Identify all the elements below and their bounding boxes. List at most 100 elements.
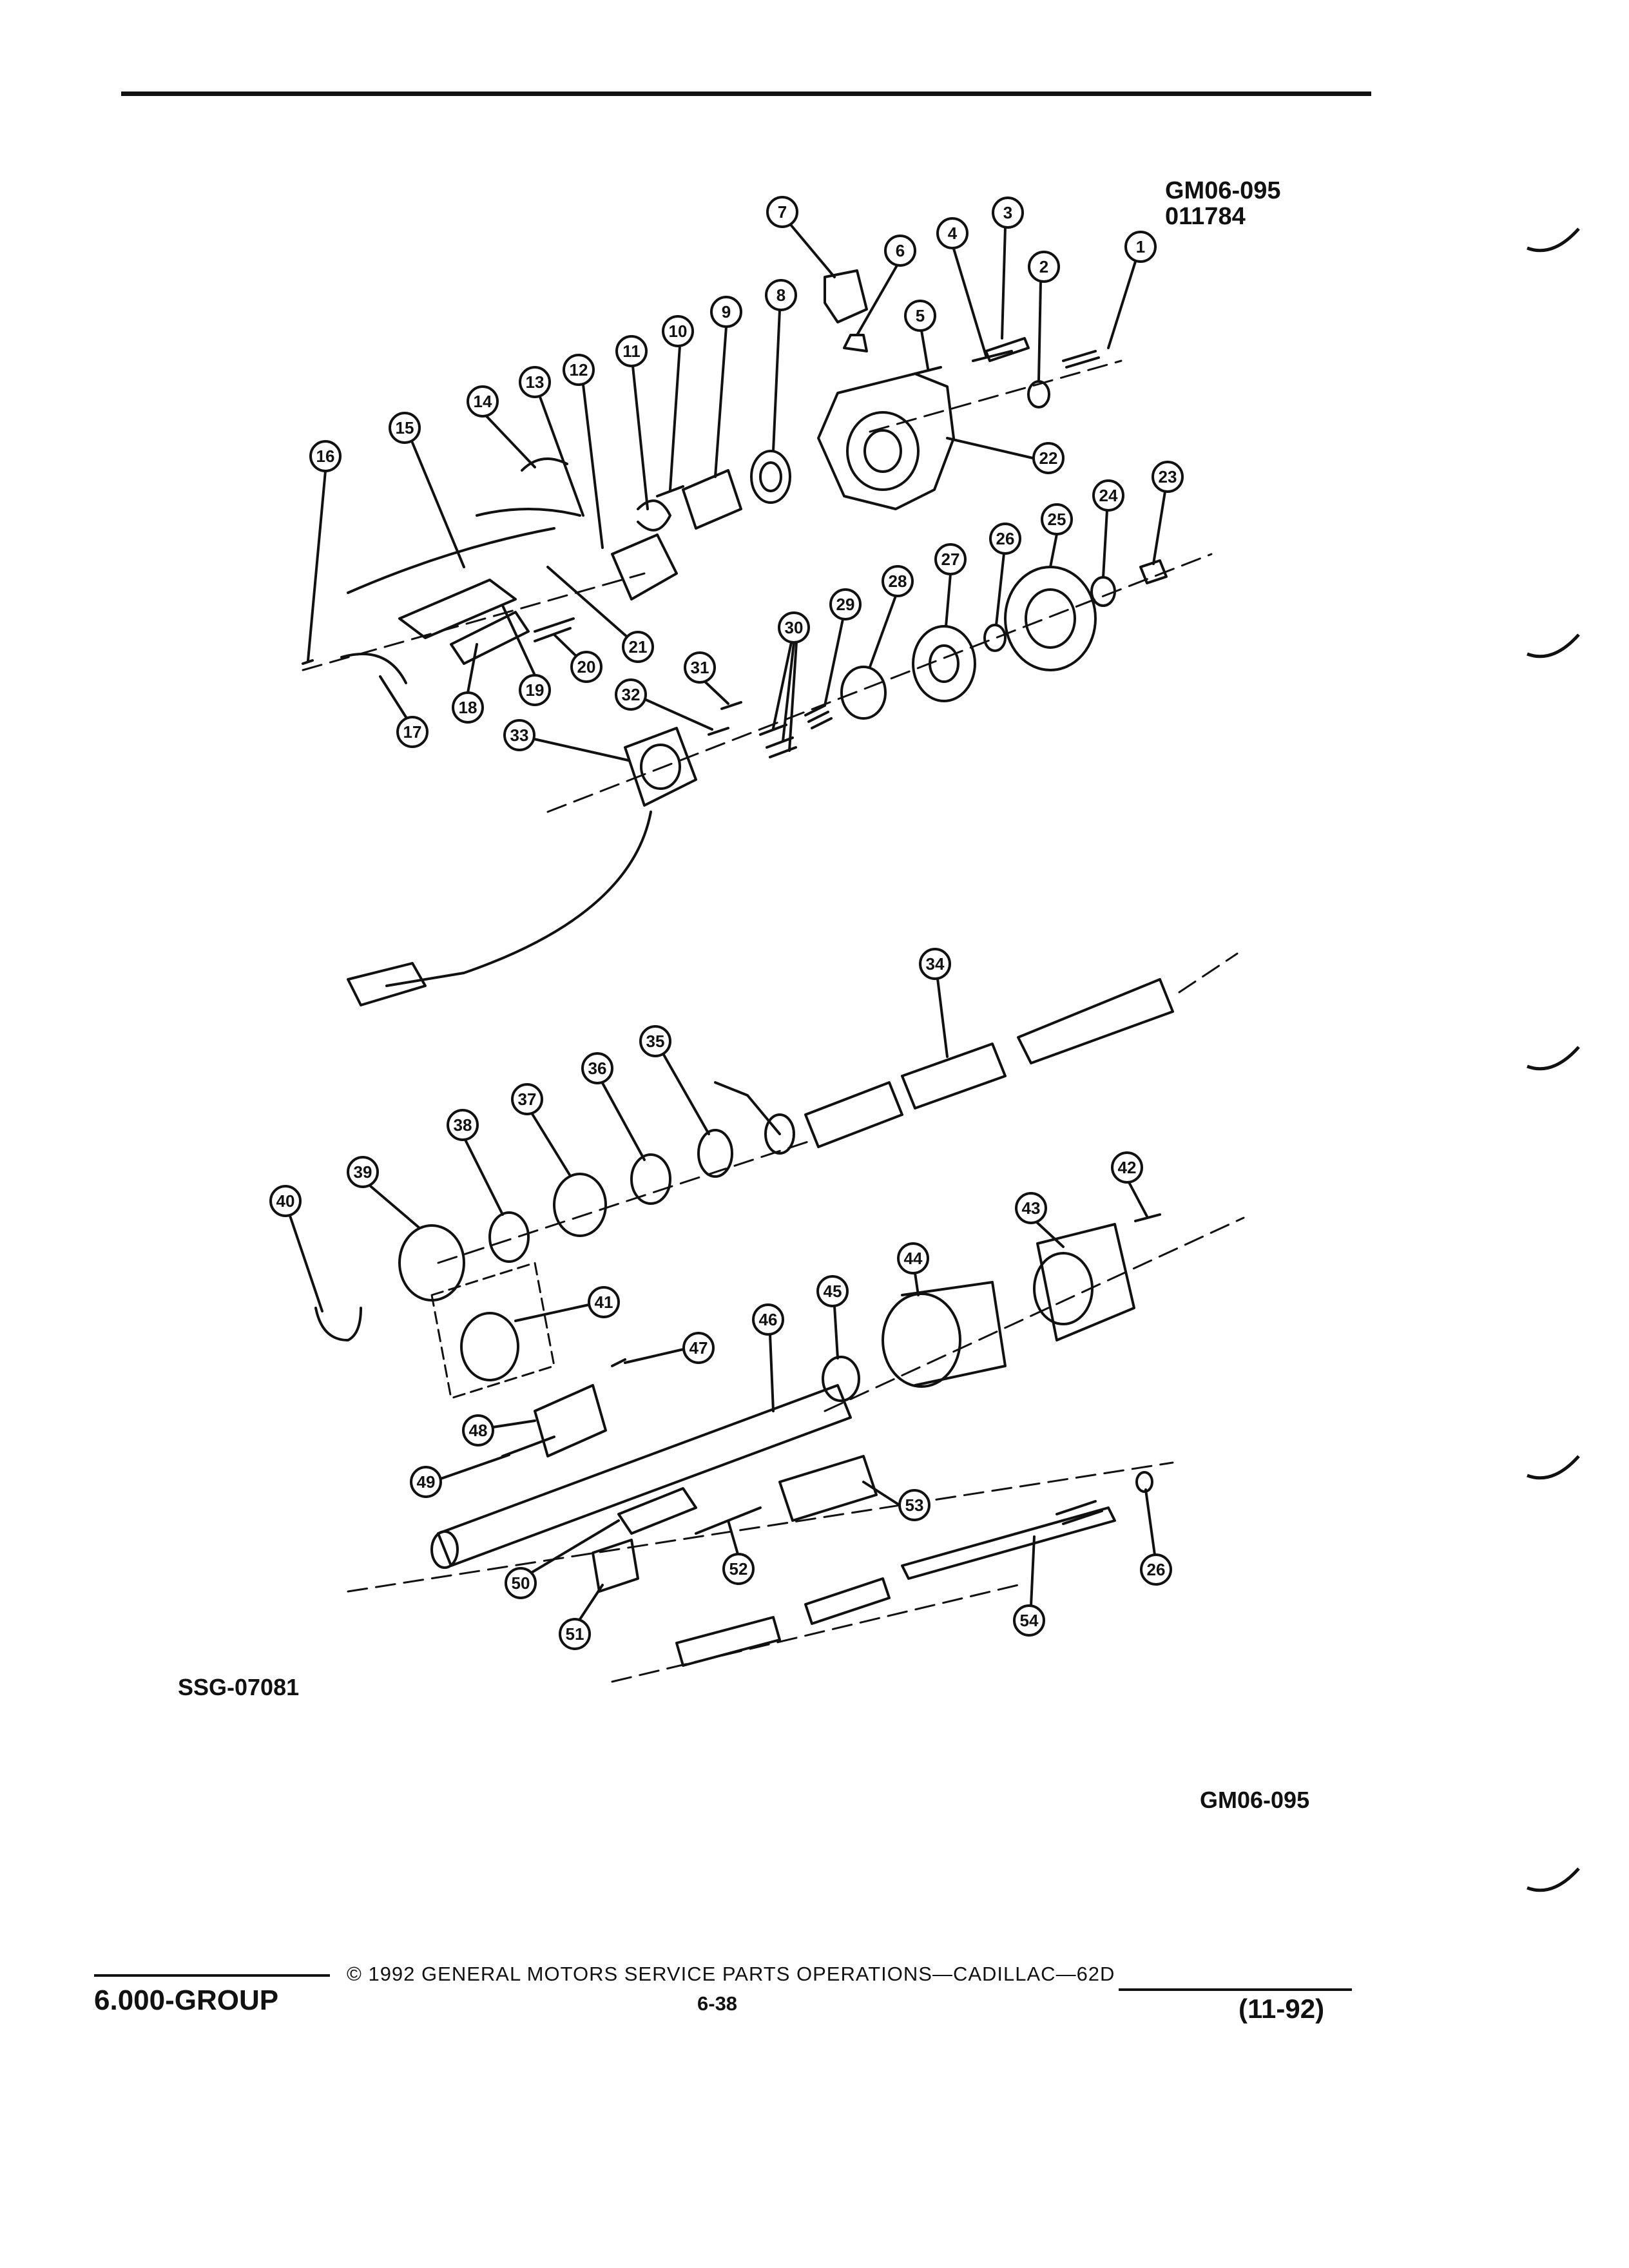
centerline-upper <box>869 360 1123 433</box>
callout-circle <box>563 354 595 386</box>
callout-circle <box>347 1156 379 1188</box>
callout-33: 33 <box>503 719 535 751</box>
leader-23 <box>1152 490 1166 565</box>
harness-15 <box>347 527 555 594</box>
callout-circle <box>829 588 862 620</box>
callout-23: 23 <box>1152 461 1184 493</box>
footer-rule-left <box>94 1974 330 1977</box>
callout-number: 46 <box>759 1310 778 1329</box>
leader-3 <box>1001 226 1007 340</box>
leader-29 <box>824 618 844 707</box>
callout-number: 3 <box>1003 203 1012 222</box>
lock-plate-25 <box>1004 566 1097 671</box>
wire-14 <box>521 457 568 472</box>
callout-16: 16 <box>309 440 342 472</box>
callout-number: 13 <box>526 372 545 392</box>
lock-plate-25-inner <box>1025 588 1076 649</box>
callout-number: 20 <box>577 657 596 677</box>
callout-number: 41 <box>595 1293 613 1312</box>
callout-circle <box>615 335 648 367</box>
callout-circle <box>882 565 914 597</box>
callout-number: 12 <box>570 360 588 380</box>
footer-date: (11-92) <box>1239 1994 1325 2024</box>
leader-28 <box>869 595 897 668</box>
bearing-41 <box>460 1312 519 1381</box>
callout-number: 40 <box>276 1191 295 1211</box>
callout-number: 30 <box>785 618 804 637</box>
leader-37 <box>531 1113 572 1177</box>
callout-number: 8 <box>776 285 786 305</box>
leader-36 <box>601 1082 646 1161</box>
margin-mark-3 <box>1527 1046 1580 1071</box>
leader-51 <box>579 1584 604 1620</box>
lower-shaft-54 <box>901 1506 1116 1580</box>
callout-circle <box>519 366 551 398</box>
callout-number: 2 <box>1039 257 1048 276</box>
callout-circle <box>1032 442 1065 474</box>
callout-circle <box>765 279 797 311</box>
callout-number: 19 <box>526 680 545 700</box>
margin-marks <box>1527 227 1580 1892</box>
leader-27 <box>945 573 952 628</box>
leader-11 <box>631 365 649 510</box>
leader-19 <box>501 604 536 677</box>
leader-26 <box>995 552 1005 626</box>
callout-circle <box>269 1185 302 1217</box>
jacket-46 <box>437 1384 852 1567</box>
screw-16 <box>302 659 314 665</box>
leader-50 <box>531 1519 620 1573</box>
screw-31 <box>720 701 742 710</box>
callout-number: 1 <box>1136 237 1145 256</box>
clip-17 <box>340 653 407 684</box>
callout-number: 42 <box>1118 1158 1137 1177</box>
margin-mark-1 <box>1527 227 1580 253</box>
footer-copyright: © 1992 GENERAL MOTORS SERVICE PARTS OPER… <box>347 1963 1115 1985</box>
callout-circle <box>934 543 967 575</box>
margin-mark-5 <box>1527 1867 1580 1892</box>
cover-bore <box>846 411 920 491</box>
callout-6: 6 <box>884 235 916 267</box>
leader-1 <box>1107 260 1137 349</box>
leader-48 <box>492 1419 536 1428</box>
callout-number: 33 <box>510 726 529 745</box>
top-rule <box>121 91 1371 96</box>
callout-number: 29 <box>836 595 855 614</box>
callout-number: 14 <box>474 392 492 411</box>
callout-number: 24 <box>1099 486 1118 505</box>
sleeve-9 <box>682 469 742 530</box>
callout-8: 8 <box>765 279 797 311</box>
callout-number: 53 <box>905 1495 924 1515</box>
callout-circle <box>662 315 694 347</box>
leader-24 <box>1102 509 1108 579</box>
callout-circle <box>511 1083 543 1115</box>
callout-22: 22 <box>1032 442 1065 474</box>
callout-circle <box>684 651 716 684</box>
leader-22 <box>946 437 1034 459</box>
callout-circle <box>447 1109 479 1141</box>
callout-circle <box>1015 1192 1047 1224</box>
leader-18 <box>467 643 478 694</box>
callout-10: 10 <box>662 315 694 347</box>
callout-31: 31 <box>684 651 716 684</box>
callout-circle <box>503 719 535 751</box>
callout-35: 35 <box>639 1025 671 1057</box>
callout-49: 49 <box>410 1466 442 1498</box>
nut-24 <box>1090 576 1116 607</box>
leader-42 <box>1128 1181 1148 1218</box>
bolt-20 <box>534 617 575 642</box>
callout-20: 20 <box>570 651 602 683</box>
leader-54 <box>1030 1535 1036 1607</box>
callout-circle <box>904 300 936 332</box>
leader-44 <box>914 1272 920 1296</box>
callout-50: 50 <box>505 1567 537 1599</box>
callout-17: 17 <box>396 716 429 748</box>
bearing-box-41 <box>430 1262 555 1399</box>
callout-number: 23 <box>1159 467 1177 486</box>
ring-40 <box>314 1307 362 1341</box>
callout-14: 14 <box>467 385 499 418</box>
callout-37: 37 <box>511 1083 543 1115</box>
callout-29: 29 <box>829 588 862 620</box>
callout-number: 54 <box>1020 1611 1039 1630</box>
callout-number: 52 <box>729 1559 748 1579</box>
shaft-34-section-1 <box>804 1081 903 1148</box>
